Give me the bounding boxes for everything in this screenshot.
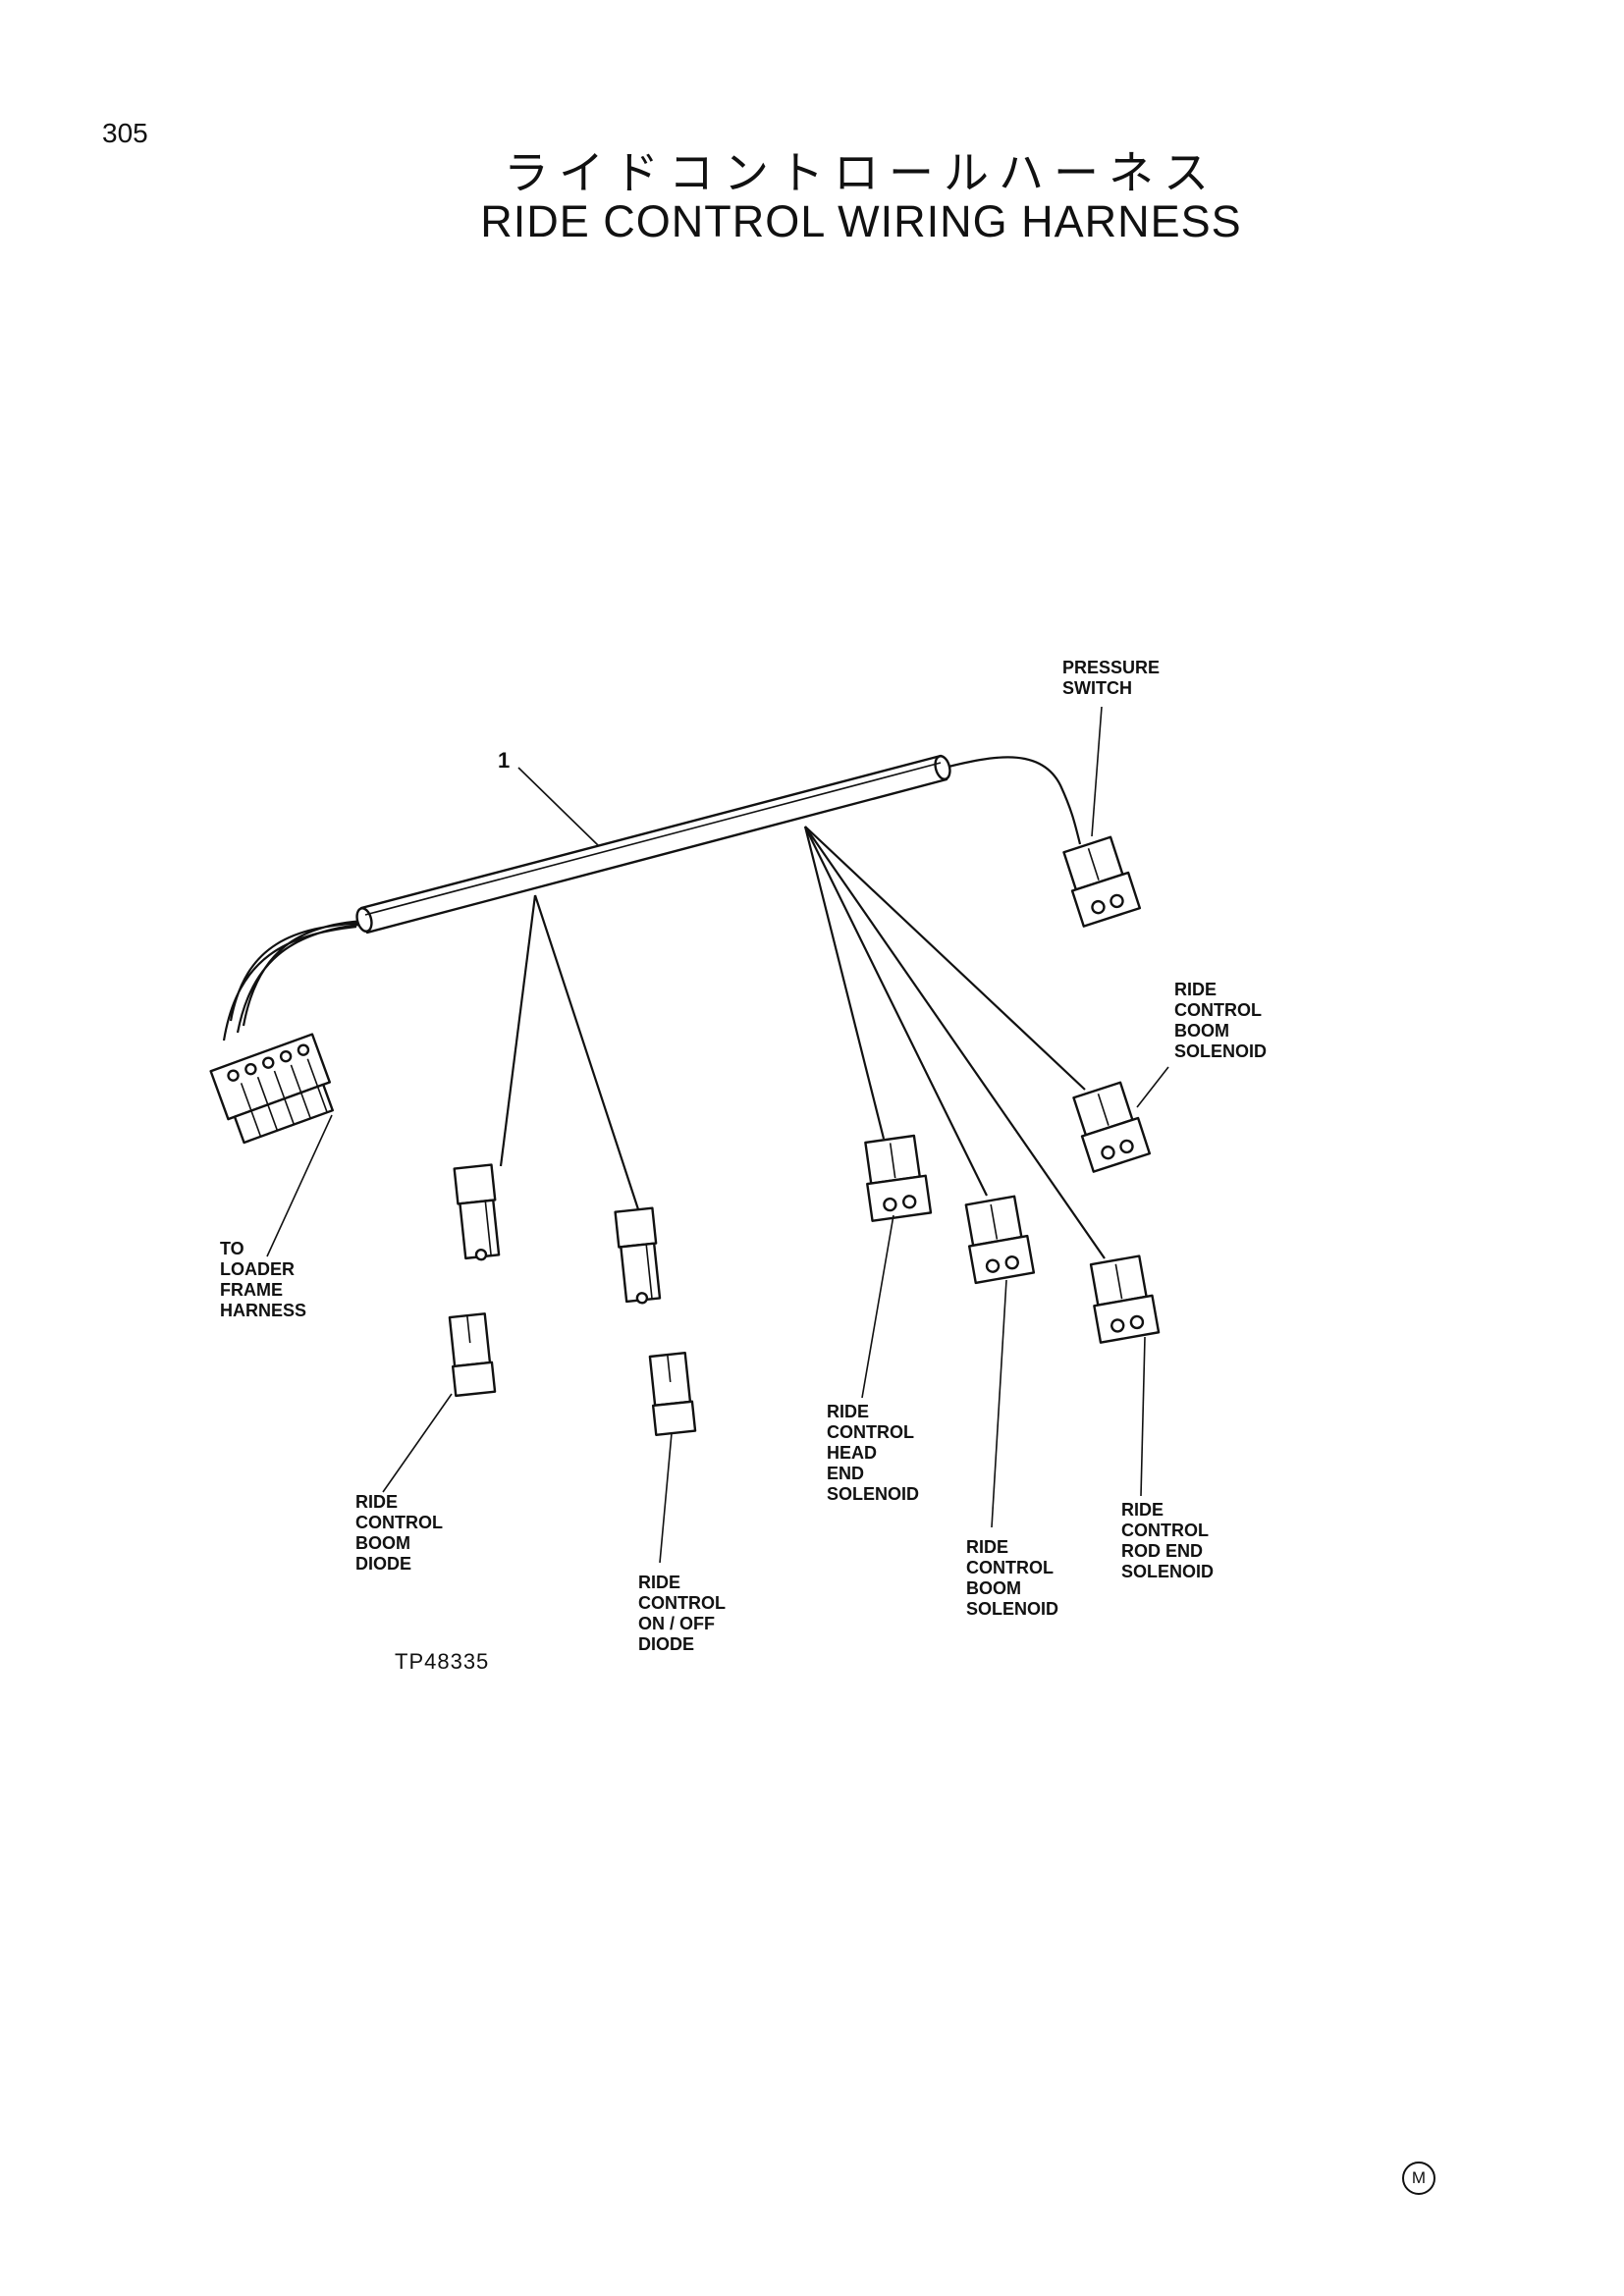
label-boom-solenoid-bottom: RIDE CONTROL BOOM SOLENOID [966, 1537, 1059, 1619]
leader-on-off-diode [659, 1432, 673, 1564]
boom-solenoid-bottom-connector [964, 1195, 1036, 1285]
label-rod-end-solenoid: RIDE CONTROL ROD END SOLENOID [1121, 1500, 1215, 1581]
harness-trunk [355, 754, 951, 934]
label-on-off-diode: RIDE CONTROL ON / OFF DIODE [638, 1573, 726, 1654]
boom-diode-socket [448, 1312, 497, 1398]
wire-to-boom-diode [499, 894, 537, 1167]
wire-to-head-end-solenoid [803, 826, 886, 1140]
on-off-diode-socket [648, 1352, 697, 1436]
label-loader-frame: TO LOADER FRAME HARNESS [220, 1239, 307, 1320]
leader-rod-end-solenoid [1140, 1336, 1146, 1497]
item-leader-line [517, 767, 600, 847]
pressure-switch-connector [1062, 835, 1142, 928]
leader-boom-solenoid-bottom [991, 1279, 1007, 1528]
title-japanese: ライドコントロールハーネス [504, 146, 1218, 199]
wire-to-loader-connector [222, 919, 366, 1041]
figure-code: TP48335 [395, 1649, 490, 1674]
leader-boom-solenoid-right [1136, 1066, 1169, 1108]
wire-to-pressure-switch [944, 756, 1082, 845]
wire-to-on-off-diode [533, 894, 640, 1210]
leader-pressure-switch [1091, 706, 1103, 837]
wire-to-boom-solenoid-right [804, 826, 1086, 1091]
leader-head-end-solenoid [861, 1214, 894, 1399]
manufacturer-mark: M [1402, 2162, 1435, 2195]
rod-end-solenoid-connector [1089, 1255, 1161, 1344]
head-end-solenoid-connector [864, 1134, 933, 1222]
boom-solenoid-right-connector [1072, 1081, 1152, 1173]
leader-loader-frame [266, 1114, 333, 1257]
boom-diode-plug [453, 1163, 501, 1261]
label-head-end-solenoid: RIDE CONTROL HEAD END SOLENOID [827, 1402, 920, 1504]
wire-to-boom-solenoid-bottom [804, 826, 988, 1197]
loader-frame-connector [209, 1033, 334, 1145]
label-pressure-switch: PRESSURE SWITCH [1062, 658, 1161, 698]
label-boom-diode: RIDE CONTROL BOOM DIODE [355, 1492, 443, 1574]
item-number: 1 [498, 748, 511, 773]
on-off-diode-plug [614, 1206, 662, 1305]
wire-to-rod-end-solenoid [804, 826, 1106, 1259]
title-english: RIDE CONTROL WIRING HARNESS [480, 196, 1242, 246]
label-boom-solenoid-right: RIDE CONTROL BOOM SOLENOID [1174, 980, 1268, 1061]
page-number: 305 [102, 118, 148, 148]
leader-boom-diode [382, 1393, 453, 1493]
